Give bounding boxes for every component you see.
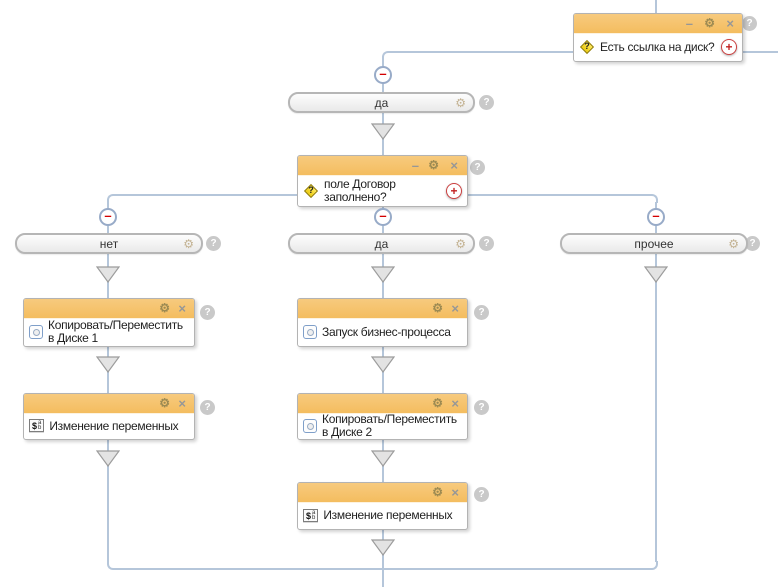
block-header: ⚙ × bbox=[24, 394, 194, 414]
close-icon[interactable]: × bbox=[178, 396, 186, 411]
collapse-branch-button[interactable]: – bbox=[374, 66, 392, 84]
activity-block-copy-disk-2[interactable]: ⚙ × Копировать/Переместить в Диске 2 bbox=[297, 393, 468, 440]
activity-title: Копировать/Переместить в Диске 2 bbox=[322, 412, 457, 439]
branch-label: да bbox=[374, 95, 389, 110]
arrow-down-icon bbox=[644, 266, 668, 283]
activity-title: Запуск бизнес-процесса bbox=[322, 324, 451, 339]
minimize-icon[interactable]: – bbox=[685, 16, 693, 31]
settings-icon[interactable]: ⚙ bbox=[159, 396, 170, 410]
collapse-branch-button[interactable]: – bbox=[99, 208, 117, 226]
minimize-icon[interactable]: – bbox=[411, 158, 419, 173]
block-body: ? поле Договор заполнено? + bbox=[298, 176, 467, 205]
arrow-down-icon bbox=[371, 356, 395, 373]
activity-title: Копировать/Переместить в Диске 1 bbox=[48, 318, 183, 345]
settings-icon[interactable]: ⚙ bbox=[432, 396, 443, 410]
connector-line bbox=[115, 568, 649, 570]
arrow-down-icon bbox=[371, 266, 395, 283]
settings-icon[interactable]: ⚙ bbox=[159, 301, 170, 315]
branch-label: нет bbox=[99, 236, 119, 251]
branch-label: да bbox=[374, 236, 389, 251]
condition-block-disk-link[interactable]: – ⚙ × ? Есть ссылка на диск? + bbox=[573, 13, 743, 62]
close-icon[interactable]: × bbox=[726, 16, 734, 31]
help-icon[interactable]: ? bbox=[474, 305, 489, 320]
branch-label: прочее bbox=[634, 236, 674, 251]
arrow-down-icon bbox=[96, 450, 120, 467]
collapse-branch-button[interactable]: – bbox=[647, 208, 665, 226]
connector-corner bbox=[107, 561, 116, 570]
arrow-down-icon bbox=[96, 266, 120, 283]
block-header: ⚙ × bbox=[298, 299, 467, 319]
disk-activity-icon bbox=[303, 419, 317, 433]
block-header: – ⚙ × bbox=[298, 156, 467, 176]
condition-block-contract-field[interactable]: – ⚙ × ? поле Договор заполнено? + bbox=[297, 155, 468, 207]
connector-corner bbox=[649, 561, 658, 570]
arrow-down-icon bbox=[371, 539, 395, 556]
help-icon[interactable]: ? bbox=[479, 236, 494, 251]
help-icon[interactable]: ? bbox=[479, 95, 494, 110]
help-icon[interactable]: ? bbox=[474, 400, 489, 415]
block-header: ⚙ × bbox=[24, 299, 194, 319]
activity-block-copy-disk-1[interactable]: ⚙ × Копировать/Переместить в Диске 1 bbox=[23, 298, 195, 347]
block-body: Запуск бизнес-процесса bbox=[298, 319, 467, 345]
settings-icon[interactable]: ⚙ bbox=[728, 236, 739, 251]
connector-corner bbox=[649, 194, 658, 203]
condition-diamond-icon: ? bbox=[579, 39, 595, 55]
connector-line bbox=[655, 0, 657, 14]
help-icon[interactable]: ? bbox=[470, 160, 485, 175]
condition-diamond-icon: ? bbox=[303, 183, 319, 199]
branch-condition-net[interactable]: нет ⚙ bbox=[15, 233, 203, 254]
activity-title: Изменение переменных bbox=[323, 508, 453, 522]
block-body: ? Есть ссылка на диск? + bbox=[574, 34, 742, 60]
settings-icon[interactable]: ⚙ bbox=[432, 485, 443, 499]
arrow-down-icon bbox=[96, 356, 120, 373]
connector-line bbox=[655, 253, 657, 562]
settings-icon[interactable]: ⚙ bbox=[183, 236, 194, 251]
block-body: Копировать/Переместить в Диске 1 bbox=[24, 319, 194, 345]
branch-condition-da-top[interactable]: да ⚙ bbox=[288, 92, 475, 113]
help-icon[interactable]: ? bbox=[206, 236, 221, 251]
help-icon[interactable]: ? bbox=[200, 305, 215, 320]
block-header: ⚙ × bbox=[298, 394, 467, 414]
collapse-branch-button[interactable]: – bbox=[374, 208, 392, 226]
add-branch-button[interactable]: + bbox=[721, 39, 737, 55]
settings-icon[interactable]: ⚙ bbox=[455, 95, 466, 110]
activity-title: Изменение переменных bbox=[49, 418, 179, 433]
help-icon[interactable]: ? bbox=[474, 487, 489, 502]
settings-icon[interactable]: ⚙ bbox=[428, 158, 439, 172]
condition-title: Есть ссылка на диск? bbox=[600, 39, 715, 54]
connector-corner bbox=[382, 51, 391, 60]
help-icon[interactable]: ? bbox=[745, 236, 760, 251]
settings-icon[interactable]: ⚙ bbox=[455, 236, 466, 251]
branch-condition-da[interactable]: да ⚙ bbox=[288, 233, 475, 254]
close-icon[interactable]: × bbox=[178, 301, 186, 316]
block-header: – ⚙ × bbox=[574, 14, 742, 34]
process-activity-icon bbox=[303, 325, 317, 339]
close-icon[interactable]: × bbox=[450, 158, 458, 173]
branch-condition-prochee[interactable]: прочее ⚙ bbox=[560, 233, 748, 254]
activity-block-start-bp[interactable]: ⚙ × Запуск бизнес-процесса bbox=[297, 298, 468, 347]
disk-activity-icon bbox=[29, 325, 43, 339]
help-icon[interactable]: ? bbox=[200, 400, 215, 415]
help-icon[interactable]: ? bbox=[742, 16, 757, 31]
close-icon[interactable]: × bbox=[451, 301, 459, 316]
add-branch-button[interactable]: + bbox=[446, 182, 462, 199]
condition-title: поле Договор заполнено? bbox=[324, 176, 396, 204]
close-icon[interactable]: × bbox=[451, 485, 459, 500]
block-header: ⚙ × bbox=[298, 483, 467, 503]
settings-icon[interactable]: ⚙ bbox=[432, 301, 443, 315]
arrow-down-icon bbox=[371, 450, 395, 467]
close-icon[interactable]: × bbox=[451, 396, 459, 411]
connector-corner bbox=[107, 194, 116, 203]
block-body: Копировать/Переместить в Диске 2 bbox=[298, 412, 467, 439]
arrow-down-icon bbox=[371, 123, 395, 140]
settings-icon[interactable]: ⚙ bbox=[704, 16, 715, 30]
